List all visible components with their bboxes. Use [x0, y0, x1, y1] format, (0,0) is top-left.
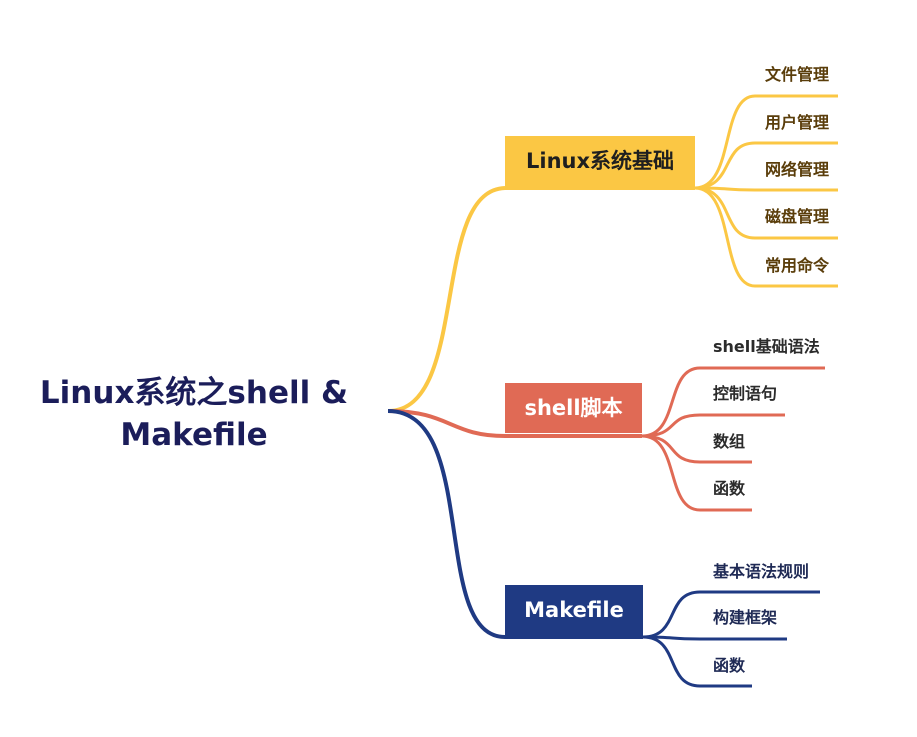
branch-makefile[interactable]: Makefile	[505, 585, 643, 635]
leaf-network-management[interactable]: 网络管理	[765, 160, 830, 179]
leaf-control-statements[interactable]: 控制语句	[713, 384, 778, 403]
connector-root-makefile	[387, 409, 506, 639]
leaf-shell-functions[interactable]: 函数	[713, 479, 746, 498]
leaf-user-management[interactable]: 用户管理	[765, 113, 830, 132]
leaf-connectors-shell	[641, 366, 825, 512]
leaf-file-management[interactable]: 文件管理	[765, 65, 830, 84]
root-topic-line1: Linux系统之shell &	[39, 375, 349, 411]
leaf-arrays[interactable]: 数组	[713, 432, 746, 451]
leaf-disk-management[interactable]: 磁盘管理	[765, 207, 830, 226]
leaf-connectors-linux	[694, 94, 838, 288]
leaf-connectors-makefile	[642, 590, 820, 688]
leaf-makefile-functions[interactable]: 函数	[713, 656, 746, 675]
branch-shell-script[interactable]: shell脚本	[505, 383, 642, 433]
leaf-build-framework[interactable]: 构建框架	[713, 608, 778, 627]
root-topic[interactable]: Linux系统之shell & Makefile	[20, 372, 368, 456]
connector-root-shell	[387, 409, 506, 438]
leaf-basic-syntax-rules[interactable]: 基本语法规则	[713, 562, 810, 581]
root-topic-line2: Makefile	[120, 417, 268, 453]
leaf-shell-basic-syntax[interactable]: shell基础语法	[713, 337, 820, 356]
leaf-common-commands[interactable]: 常用命令	[765, 256, 830, 275]
connector-root-linux	[387, 186, 506, 413]
branch-linux-basics[interactable]: Linux系统基础	[505, 136, 695, 186]
